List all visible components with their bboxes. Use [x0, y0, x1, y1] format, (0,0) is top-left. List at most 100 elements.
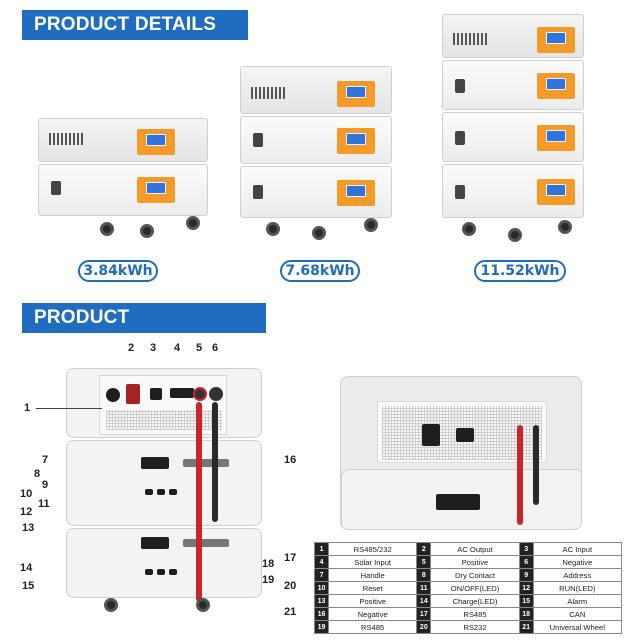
- wheel-icon: [100, 222, 114, 236]
- callout-19: 19: [262, 574, 275, 586]
- legend-number: 18: [518, 607, 534, 621]
- capacity-label: 11.52kWh: [474, 260, 566, 282]
- legend-number: 12: [518, 581, 534, 595]
- callout-8: 8: [34, 468, 41, 480]
- callout-4: 4: [174, 342, 181, 354]
- vent-grille: [49, 133, 83, 145]
- legend-label: Reset: [328, 581, 418, 595]
- positive-terminal: [193, 387, 207, 401]
- handle-slot: [51, 181, 61, 195]
- product-11-52kwh: [442, 14, 584, 250]
- legend-number: 8: [416, 568, 432, 582]
- lcd-screen: [546, 78, 566, 90]
- callout-20: 20: [284, 580, 297, 592]
- callout-2: 2: [128, 342, 135, 354]
- battery-module: [38, 164, 208, 216]
- legend-label: RS232: [430, 620, 520, 634]
- negative-cable: [533, 425, 539, 505]
- product-appearance-header: PRODUCT APPEARANCE: [22, 303, 266, 358]
- lcd-screen: [146, 134, 166, 146]
- legend-number: 4: [313, 555, 330, 569]
- handle-slot: [141, 457, 169, 469]
- ac-output-socket: [126, 384, 140, 404]
- legend-label: Solar Input: [328, 555, 418, 569]
- callout-10: 10: [20, 488, 33, 500]
- vent-grille: [251, 87, 285, 99]
- legend-number: 1: [313, 542, 330, 556]
- bottom-module: [66, 528, 262, 598]
- legend-label: AC Output: [430, 542, 520, 556]
- control-panel: [137, 177, 175, 203]
- battery-module: [442, 164, 584, 218]
- lcd-screen: [146, 182, 166, 194]
- legend-number: 2: [416, 542, 432, 556]
- legend-label: Alarm: [532, 594, 623, 608]
- callout-7: 7: [42, 454, 49, 466]
- top-module: [66, 368, 262, 438]
- negative-terminal: [209, 387, 223, 401]
- callout-5: 5: [196, 342, 203, 354]
- negative-cable: [212, 402, 218, 522]
- lcd-screen: [346, 185, 366, 197]
- vent-grille: [453, 33, 487, 45]
- battery-module: [38, 118, 208, 162]
- wheel-icon: [558, 220, 572, 234]
- wheel-icon: [104, 598, 118, 612]
- legend-label: Negative: [328, 607, 418, 621]
- battery-module: [240, 166, 392, 218]
- lcd-screen: [346, 86, 366, 98]
- legend-label: RS485: [328, 620, 418, 634]
- callout-13: 13: [22, 522, 35, 534]
- callout-1: 1: [24, 402, 31, 414]
- control-panel: [137, 129, 175, 155]
- capacity-label: 7.68kWh: [280, 260, 360, 282]
- legend-number: 3: [518, 542, 534, 556]
- vent-grille: [106, 410, 222, 430]
- battery-module: [240, 66, 392, 114]
- legend-label: Universal Wheel: [532, 620, 623, 634]
- callout-15: 15: [22, 580, 35, 592]
- lower-module: [341, 469, 581, 529]
- legend-number: 9: [518, 568, 534, 582]
- rear-panel-photo: [340, 376, 582, 530]
- positive-cable: [517, 425, 523, 525]
- legend-label: RS485/232: [328, 542, 418, 556]
- wheel-icon: [364, 218, 378, 232]
- capacity-label: 3.84kWh: [78, 260, 158, 282]
- rear-panel-plate: [99, 375, 227, 435]
- callout-18: 18: [262, 558, 275, 570]
- lcd-screen: [546, 130, 566, 142]
- control-panel: [537, 125, 575, 151]
- legend-label: Negative: [532, 555, 623, 569]
- comm-port: [157, 569, 165, 575]
- callout-14: 14: [20, 562, 33, 574]
- legend-number: 15: [518, 594, 534, 608]
- legend-number: 19: [313, 620, 330, 634]
- legend-number: 13: [313, 594, 330, 608]
- product-details-header: PRODUCT DETAILS: [22, 10, 248, 40]
- battery-module: [240, 116, 392, 164]
- lcd-screen: [546, 32, 566, 44]
- wheel-icon: [508, 228, 522, 242]
- battery-module: [442, 60, 584, 110]
- solar-input-port: [170, 388, 194, 398]
- legend-number: 21: [518, 620, 534, 634]
- wheel-icon: [266, 222, 280, 236]
- callout-12: 12: [20, 506, 33, 518]
- handle-slot: [253, 185, 263, 199]
- legend-number: 7: [313, 568, 330, 582]
- callout-3: 3: [150, 342, 157, 354]
- comm-port: [145, 569, 153, 575]
- wheel-icon: [312, 226, 326, 240]
- wheel-icon: [186, 216, 200, 230]
- callout-21: 21: [284, 606, 297, 618]
- legend-label: Address: [532, 568, 623, 582]
- legend-number: 17: [416, 607, 432, 621]
- legend-label: Dry Contact: [430, 568, 520, 582]
- busbar: [183, 539, 229, 547]
